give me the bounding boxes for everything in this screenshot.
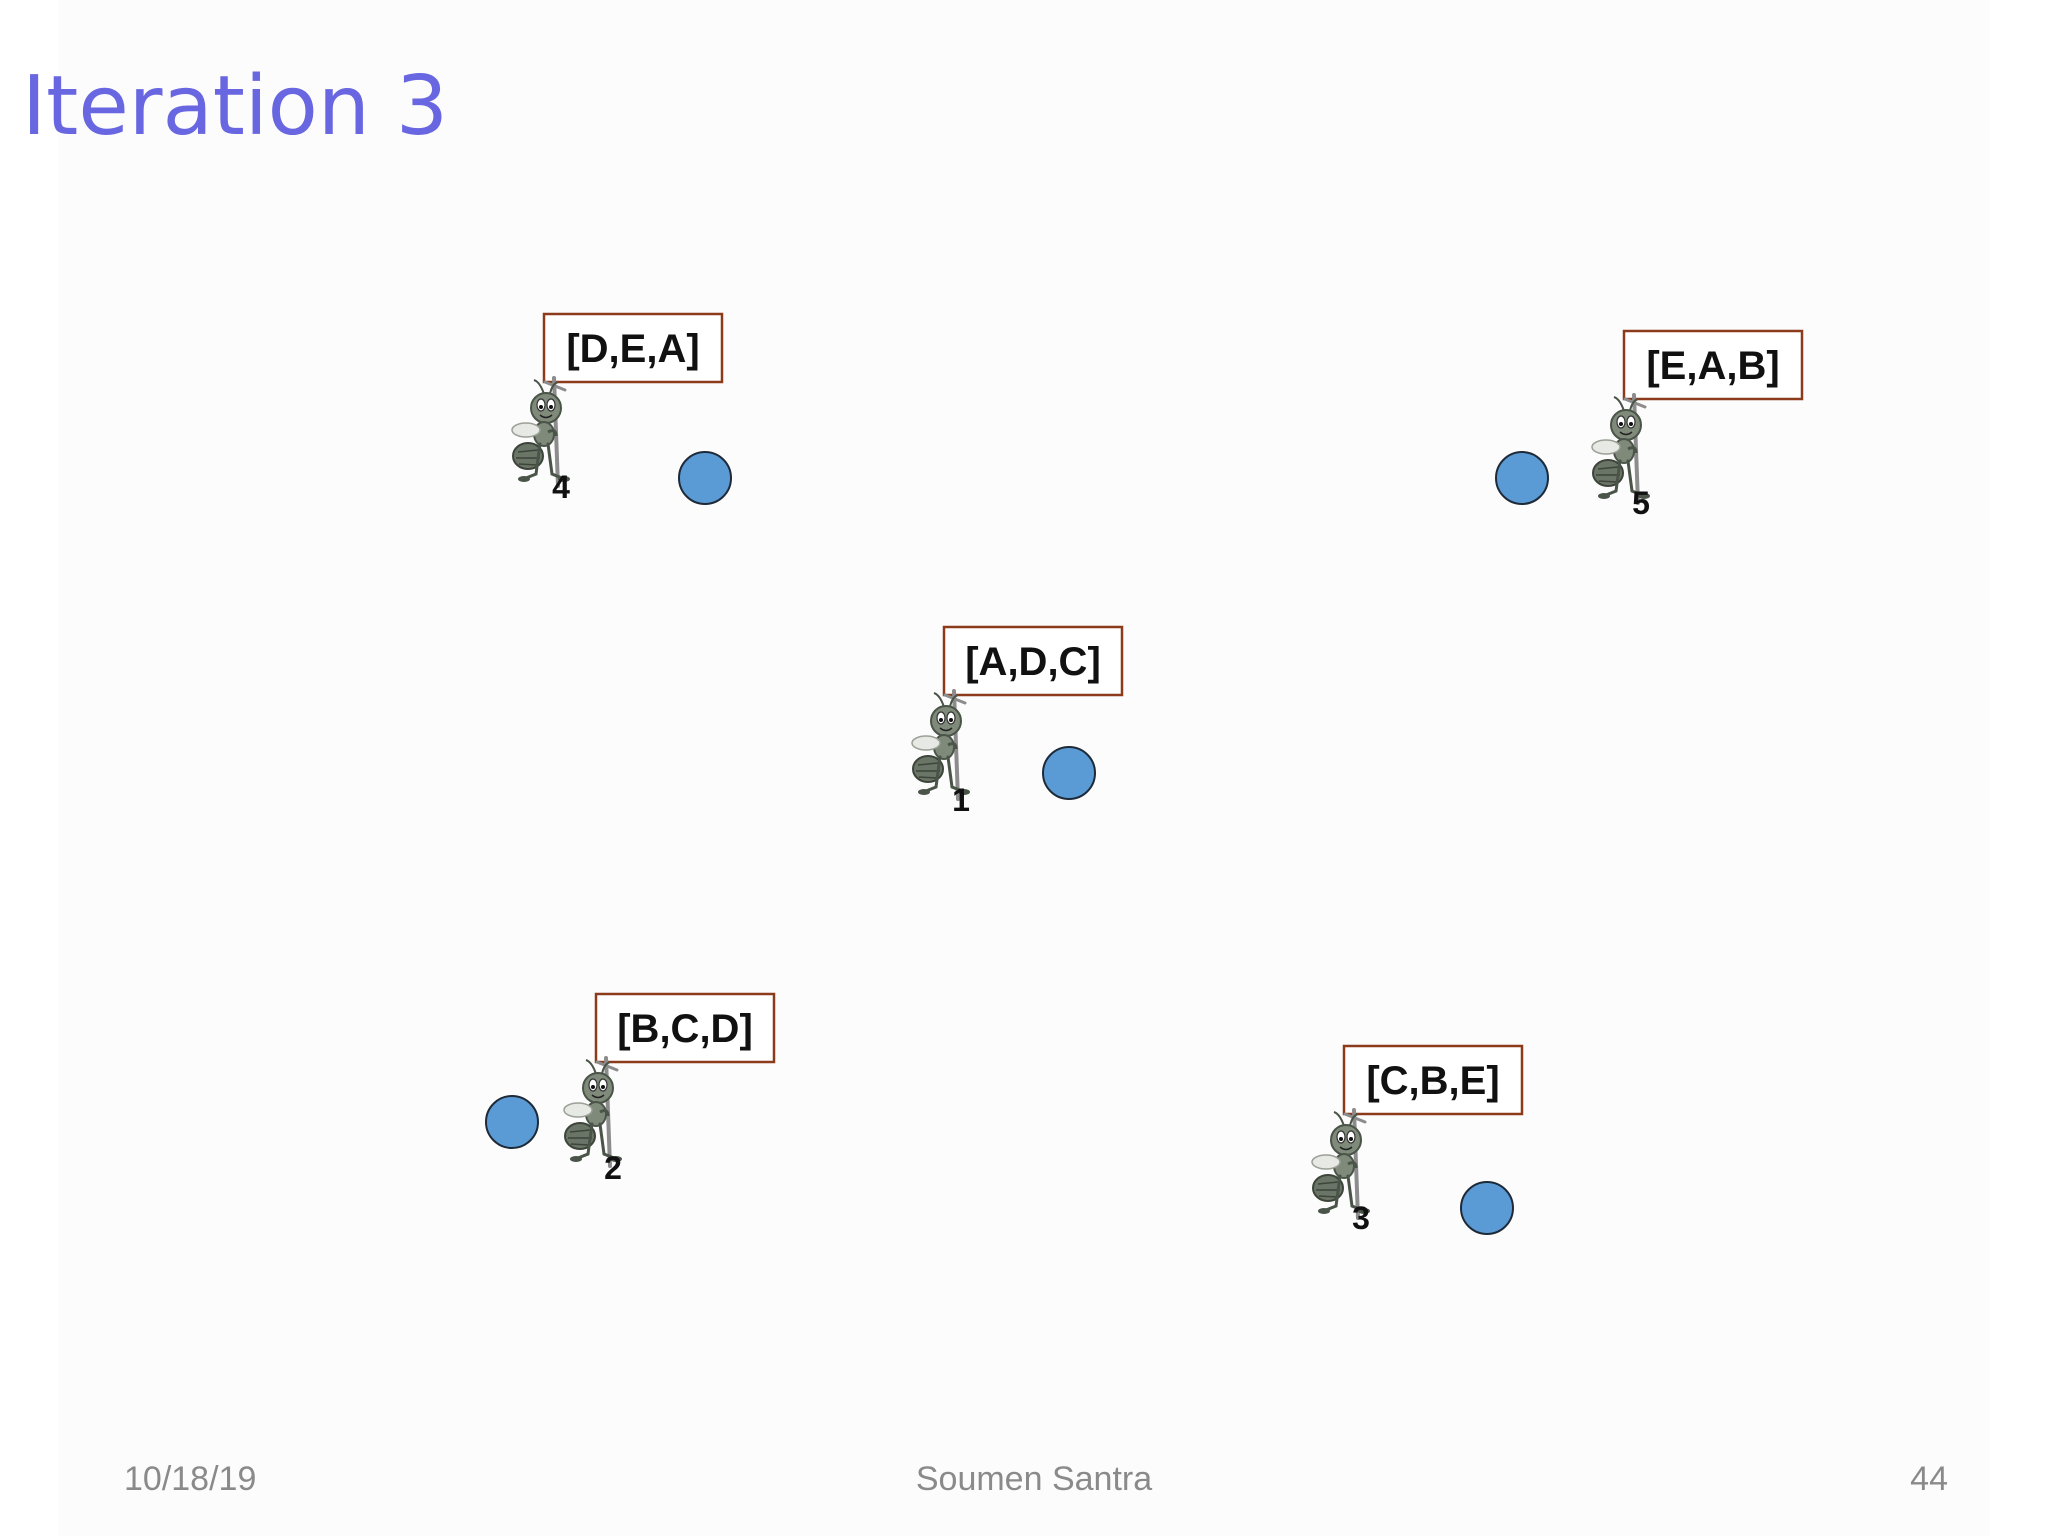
tour-label-text: [B,C,D] [617,1007,753,1051]
ant-4: [D,E,A] 4 [510,312,724,505]
ant-number: 2 [604,1150,622,1186]
city-node [1495,451,1549,505]
ant-1: [A,D,C] 1 [910,625,1124,818]
footer-page-number: 44 [1910,1460,1948,1498]
tour-label-box [1342,1044,1524,1116]
ant-number: 3 [1352,1200,1370,1236]
ant-5: [E,A,B] 5 [1590,329,1804,521]
city-node [1460,1181,1514,1235]
tour-label-text: [E,A,B] [1646,344,1779,388]
ant-2: [B,C,D] 2 [562,992,776,1186]
tour-label-box [942,625,1124,697]
tour-label-text: [C,B,E] [1366,1059,1499,1103]
ant-number: 1 [952,782,970,818]
tour-label-box [594,992,776,1064]
tour-label-box [1622,329,1804,401]
ant-number: 4 [552,469,570,505]
tour-label-box [542,312,724,384]
city-node [678,451,732,505]
footer-author: Soumen Santra [915,1460,1153,1498]
tour-label-text: [A,D,C] [965,640,1101,684]
city-node [485,1095,539,1149]
ant-3: [C,B,E] 3 [1310,1044,1524,1236]
slide-title: Iteration 3 [22,59,449,154]
slide-background [58,0,1990,1536]
city-node [1042,746,1096,800]
footer-date: 10/18/19 [124,1460,257,1498]
ant-number: 5 [1632,485,1650,521]
tour-label-text: [D,E,A] [566,327,699,371]
